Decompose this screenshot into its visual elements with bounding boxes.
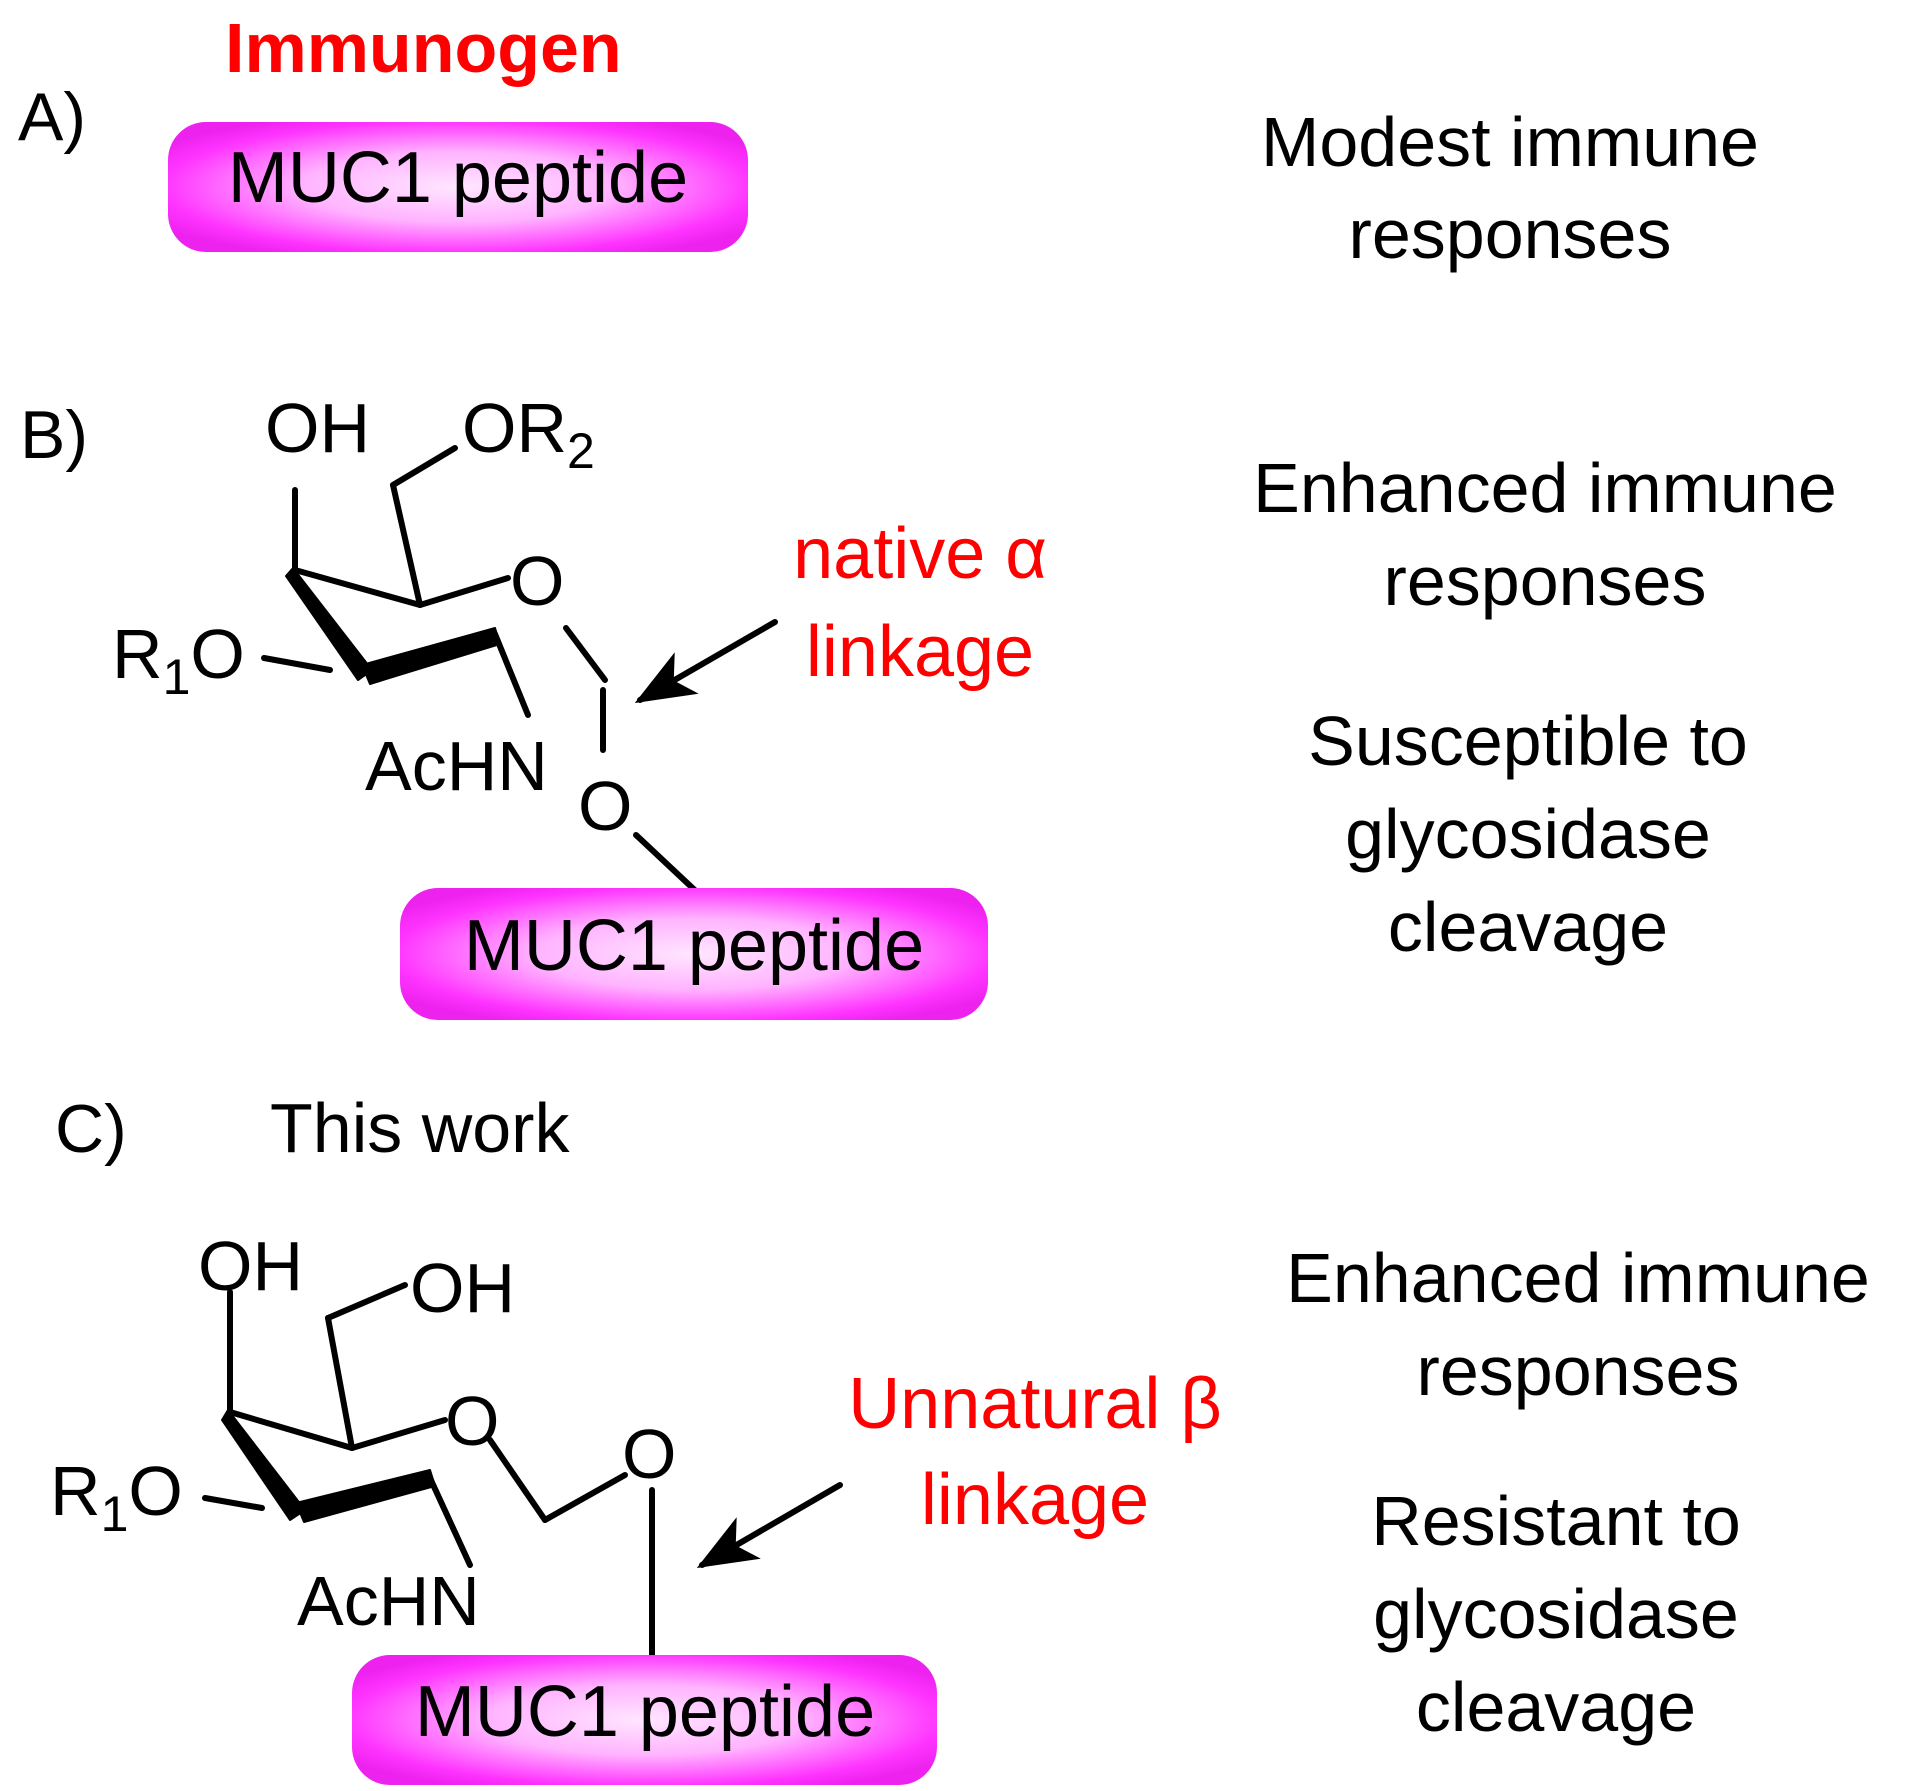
outcome-c2-line-1: Resistant to — [1371, 1482, 1741, 1560]
immunogen-heading: Immunogen — [225, 9, 622, 87]
muc1-peptide-pill-b: MUC1 peptide — [400, 888, 988, 1020]
panel-b-label: B) — [20, 397, 88, 473]
c-oh4-label: OH — [198, 1227, 303, 1305]
c-r1-subscript: 1 — [101, 1486, 129, 1542]
b-achn-label: AcHN — [365, 727, 548, 805]
galnac-alpha-structure: OH OR2 O R1O AcHN O — [112, 389, 703, 898]
c-oh6-label: OH — [410, 1249, 515, 1327]
native-alpha-annotation: native α linkage — [634, 514, 1047, 704]
c-ring-oxygen: O — [445, 1382, 499, 1460]
c-annotation-line-1: Unnatural β — [848, 1364, 1222, 1444]
pill-label-a: MUC1 peptide — [228, 138, 688, 218]
this-work-heading: This work — [270, 1089, 570, 1167]
c-r1-oxygen: O — [128, 1452, 182, 1530]
outcome-a-line-2: responses — [1349, 195, 1672, 273]
b-annotation-line-2: linkage — [806, 612, 1034, 692]
outcome-a-line-1: Modest immune — [1261, 103, 1759, 181]
unnatural-beta-annotation: Unnatural β linkage — [696, 1364, 1222, 1569]
outcome-b2-line-2: glycosidase — [1345, 795, 1711, 873]
c-glycosidic-oxygen: O — [622, 1415, 676, 1493]
c-r1o-label: R1O — [50, 1452, 183, 1542]
b-oh4-label: OH — [265, 389, 370, 467]
panel-a-label: A) — [18, 79, 86, 155]
b-r1-subscript: 1 — [163, 649, 191, 705]
pill-label-b: MUC1 peptide — [464, 906, 924, 986]
b-glycosidic-oxygen: O — [578, 767, 632, 845]
outcome-c2-line-3: cleavage — [1416, 1668, 1696, 1746]
outcome-b-line-1: Enhanced immune — [1253, 449, 1837, 527]
panel-a: A) Immunogen MUC1 peptide Modest immune … — [18, 9, 1759, 273]
outcome-c-line-1: Enhanced immune — [1286, 1239, 1870, 1317]
panel-c: C) This work OH OH O R1O AcHN O — [50, 1089, 1870, 1785]
muc1-peptide-pill-a: MUC1 peptide — [168, 122, 748, 252]
b-ring-oxygen: O — [510, 542, 564, 620]
b-or2-text: OR — [462, 389, 567, 467]
b-r1-text: R — [112, 615, 163, 693]
b-annotation-line-1: native α — [793, 514, 1047, 594]
outcome-b2-line-1: Susceptible to — [1308, 702, 1748, 780]
c-achn-label: AcHN — [297, 1562, 480, 1640]
muc1-peptide-pill-c: MUC1 peptide — [352, 1655, 937, 1785]
outcome-c-line-2: responses — [1417, 1332, 1740, 1410]
c-annotation-line-2: linkage — [921, 1460, 1149, 1540]
panel-b: B) OH OR2 O R1O AcHN O native — [20, 389, 1837, 1020]
outcome-b-line-2: responses — [1384, 542, 1707, 620]
c-r1-text: R — [50, 1452, 101, 1530]
b-or2-subscript: 2 — [567, 423, 595, 479]
pill-label-c: MUC1 peptide — [415, 1672, 875, 1752]
b-r1-oxygen: O — [190, 615, 244, 693]
b-r1o-label: R1O — [112, 615, 245, 705]
b-or2-label: OR2 — [462, 389, 595, 479]
outcome-c2-line-2: glycosidase — [1373, 1575, 1739, 1653]
galnac-beta-structure: OH OH O R1O AcHN O — [50, 1227, 676, 1668]
outcome-b2-line-3: cleavage — [1388, 888, 1668, 966]
panel-c-label: C) — [55, 1091, 127, 1167]
